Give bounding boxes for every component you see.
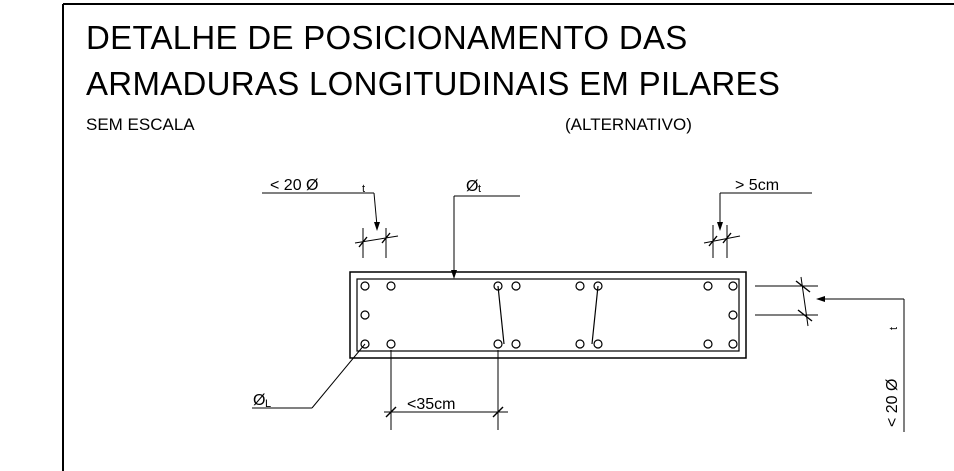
title-line-2: ARMADURAS LONGITUDINAIS EM PILARES bbox=[86, 65, 781, 102]
tick bbox=[385, 406, 397, 418]
tie-right bbox=[591, 285, 599, 345]
title-line-1: DETALHE DE POSICIONAMENTO DAS bbox=[86, 19, 688, 56]
label-max-spacing-right: < 20 Ø bbox=[884, 379, 901, 427]
label-longitudinal-bar: Ø bbox=[253, 392, 265, 409]
bar bbox=[511, 339, 521, 349]
scale-note: SEM ESCALA bbox=[86, 115, 195, 134]
leader-longitudinal-bar-diagonal bbox=[311, 343, 366, 409]
column-outline bbox=[349, 271, 747, 359]
label-max-spacing-left: < 20 Ø bbox=[270, 177, 318, 194]
label-stirrup-diameter: Ø bbox=[466, 178, 478, 195]
tick bbox=[708, 235, 718, 247]
tick bbox=[492, 406, 504, 418]
bar bbox=[575, 281, 585, 291]
tick bbox=[722, 232, 732, 244]
bar bbox=[511, 281, 521, 291]
dimension-line bbox=[800, 276, 809, 327]
bar bbox=[728, 281, 738, 291]
arrowhead bbox=[816, 296, 825, 302]
arrowhead bbox=[451, 270, 457, 279]
bar bbox=[593, 339, 603, 349]
tick bbox=[797, 309, 813, 322]
tie-left bbox=[497, 285, 505, 345]
arrowhead bbox=[717, 222, 723, 231]
label-bar-spacing: <35cm bbox=[407, 396, 455, 413]
label-max-spacing-left-sub: t bbox=[362, 183, 365, 195]
label-min-cover: > 5cm bbox=[735, 177, 779, 194]
bar bbox=[386, 339, 396, 349]
bar bbox=[386, 281, 396, 291]
label-stirrup-diameter-sub: t bbox=[478, 183, 481, 195]
stirrup bbox=[356, 278, 740, 352]
longitudinal-bars bbox=[360, 281, 738, 349]
label-longitudinal-bar-sub: L bbox=[265, 398, 271, 410]
bar bbox=[360, 281, 370, 291]
leader-max-spacing-left-drop bbox=[373, 192, 378, 227]
label-max-spacing-right-sub: t bbox=[888, 327, 900, 330]
dimension-line bbox=[703, 235, 741, 244]
variant-note: (ALTERNATIVO) bbox=[565, 115, 692, 134]
bar bbox=[493, 339, 503, 349]
tick bbox=[381, 232, 391, 244]
arrowhead bbox=[374, 222, 380, 231]
tick bbox=[358, 236, 368, 248]
dimension-line bbox=[354, 235, 399, 244]
bar bbox=[360, 310, 370, 320]
bar bbox=[575, 339, 585, 349]
bar bbox=[703, 281, 713, 291]
bar bbox=[728, 310, 738, 320]
bar bbox=[728, 339, 738, 349]
bar bbox=[703, 339, 713, 349]
tick bbox=[795, 280, 811, 293]
